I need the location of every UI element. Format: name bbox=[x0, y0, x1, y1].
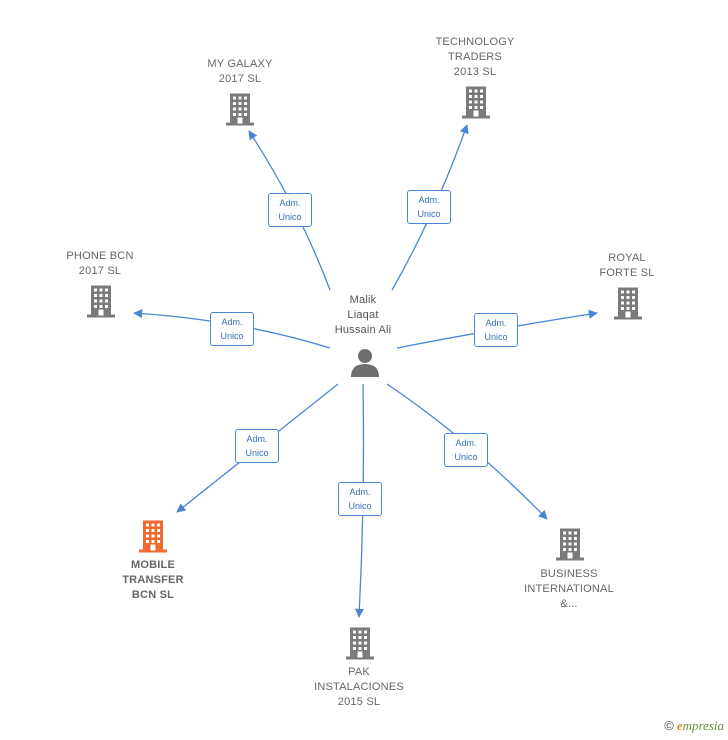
company-label-mobile-transfer[interactable]: MOBILE TRANSFER BCN SL bbox=[122, 558, 184, 603]
relation-line: Adm. bbox=[455, 438, 477, 448]
relation-line: Unico bbox=[220, 331, 244, 341]
company-line: 2015 SL bbox=[337, 696, 381, 708]
relation-line: Adm. bbox=[246, 434, 268, 444]
copyright-symbol: © bbox=[664, 718, 674, 733]
company-line: &... bbox=[560, 598, 578, 610]
company-line: TRADERS bbox=[448, 51, 502, 63]
building-icon-phone-bcn[interactable] bbox=[87, 285, 115, 318]
relation-line: Unico bbox=[348, 501, 372, 511]
relation-badge-pak-instalaciones[interactable]: Adm. Unico bbox=[338, 482, 382, 516]
company-line: FORTE SL bbox=[599, 267, 655, 279]
company-label-business-international[interactable]: BUSINESS INTERNATIONAL &... bbox=[524, 567, 614, 612]
relation-line: Unico bbox=[245, 448, 269, 458]
building-icon-technology-traders[interactable] bbox=[462, 86, 490, 119]
company-label-my-galaxy[interactable]: MY GALAXY 2017 SL bbox=[207, 57, 272, 87]
relation-line: Adm. bbox=[349, 487, 371, 497]
center-line-2: Hussain Ali bbox=[334, 324, 392, 336]
relation-line: Unico bbox=[484, 332, 508, 342]
company-line: BUSINESS bbox=[540, 568, 598, 580]
company-line: 2017 SL bbox=[78, 265, 122, 277]
company-line: INSTALACIONES bbox=[314, 681, 404, 693]
company-line: 2013 SL bbox=[453, 66, 497, 78]
relation-line: Unico bbox=[278, 212, 302, 222]
company-label-technology-traders[interactable]: TECHNOLOGY TRADERS 2013 SL bbox=[435, 35, 514, 80]
company-label-pak-instalaciones[interactable]: PAK INSTALACIONES 2015 SL bbox=[314, 665, 404, 710]
building-icon-business-international[interactable] bbox=[556, 528, 584, 561]
building-icon-my-galaxy[interactable] bbox=[226, 93, 254, 126]
company-line: TECHNOLOGY bbox=[435, 36, 515, 48]
relation-line: Adm. bbox=[485, 318, 507, 328]
relation-line: Unico bbox=[417, 209, 441, 219]
relation-line: Unico bbox=[454, 452, 478, 462]
relation-line: Adm. bbox=[221, 317, 243, 327]
relation-badge-phone-bcn[interactable]: Adm. Unico bbox=[210, 312, 254, 346]
brand-e: e bbox=[676, 718, 683, 733]
relation-line: Adm. bbox=[418, 195, 440, 205]
company-line: MOBILE bbox=[131, 559, 175, 571]
center-person-label[interactable]: Malik Liaqat Hussain Ali bbox=[335, 293, 392, 338]
brand-rest: mpresia bbox=[682, 718, 724, 733]
center-line-0: Malik bbox=[349, 294, 377, 306]
company-label-royal-forte[interactable]: ROYAL FORTE SL bbox=[599, 251, 654, 281]
company-line: ROYAL bbox=[608, 252, 646, 264]
building-icon-pak-instalaciones[interactable] bbox=[346, 627, 374, 660]
company-line: BCN SL bbox=[131, 589, 175, 601]
company-line: PHONE BCN bbox=[66, 250, 134, 262]
company-line: MY GALAXY bbox=[207, 58, 273, 70]
building-icon-mobile-transfer[interactable] bbox=[139, 520, 167, 553]
company-line: 2017 SL bbox=[218, 73, 262, 85]
company-line: INTERNATIONAL bbox=[524, 583, 614, 595]
relation-badge-business-international[interactable]: Adm. Unico bbox=[444, 433, 488, 467]
company-label-phone-bcn[interactable]: PHONE BCN 2017 SL bbox=[66, 249, 133, 279]
relation-line: Adm. bbox=[279, 198, 301, 208]
relation-badge-royal-forte[interactable]: Adm. Unico bbox=[474, 313, 518, 347]
company-line: PAK bbox=[348, 666, 370, 678]
brand-logo: ©empresia bbox=[664, 718, 724, 734]
center-line-1: Liaqat bbox=[347, 309, 379, 321]
company-line: TRANSFER bbox=[122, 574, 184, 586]
relation-badge-my-galaxy[interactable]: Adm. Unico bbox=[268, 193, 312, 227]
relation-badge-technology-traders[interactable]: Adm. Unico bbox=[407, 190, 451, 224]
person-icon[interactable] bbox=[351, 349, 379, 377]
building-icon-royal-forte[interactable] bbox=[614, 287, 642, 320]
relation-badge-mobile-transfer[interactable]: Adm. Unico bbox=[235, 429, 279, 463]
